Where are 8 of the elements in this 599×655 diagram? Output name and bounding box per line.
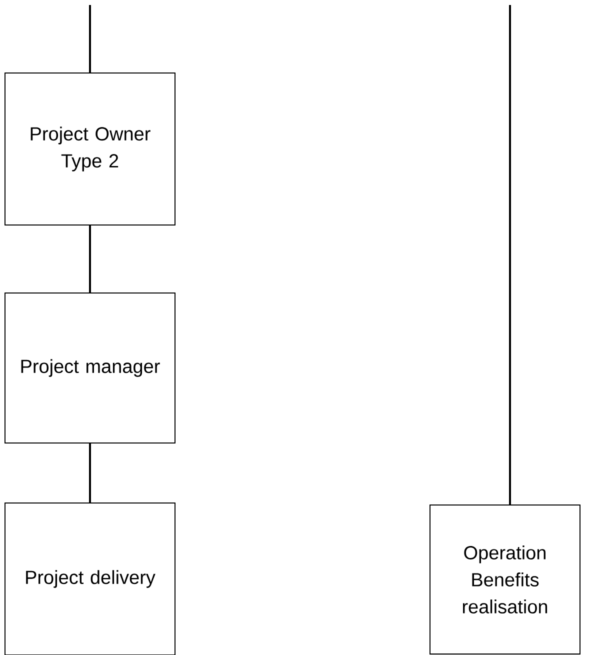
- text-box: Project Owner Type 2: [4, 72, 176, 226]
- connector-line: [89, 5, 91, 72]
- connector-line: [89, 444, 91, 502]
- text-box: Operation Benefits realisation: [430, 504, 580, 654]
- text-box: Project manager: [4, 292, 176, 444]
- connector-line: [509, 5, 511, 504]
- connector-line: [89, 226, 91, 292]
- text-box: Project delivery: [4, 502, 176, 655]
